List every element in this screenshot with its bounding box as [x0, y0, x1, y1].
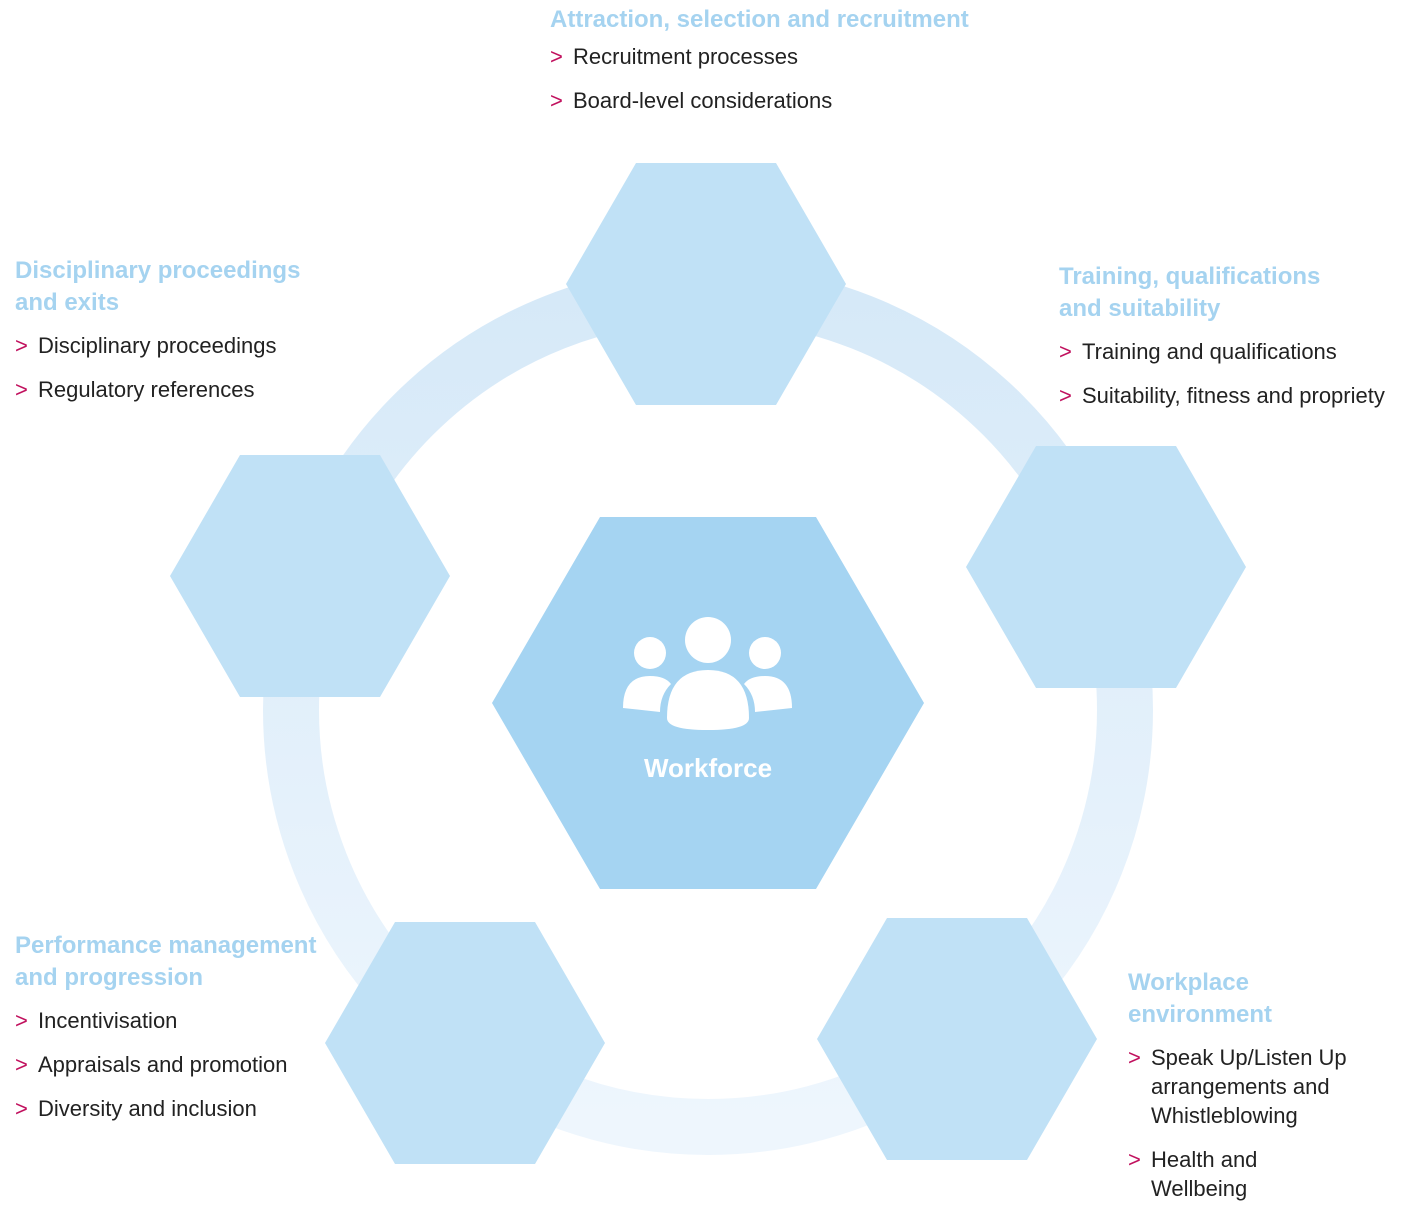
list-item: > Board-level considerations — [550, 86, 1010, 115]
list-item-text: Appraisals and promotion — [38, 1052, 288, 1077]
list-item: > Disciplinary proceedings — [15, 331, 335, 360]
bullet-chevron: > — [1128, 1045, 1141, 1070]
section-performance: Performance management and progression > I… — [15, 930, 335, 1138]
hexagon-disciplinary — [170, 455, 450, 697]
heading-line: Performance management — [15, 932, 317, 959]
list-item-line: arrangements and — [1151, 1074, 1330, 1099]
heading-line: environment — [1128, 1001, 1273, 1028]
heading-line: Disciplinary proceedings — [15, 257, 301, 284]
list-item-line: Speak Up/Listen Up — [1151, 1045, 1347, 1070]
list-item-text: Recruitment processes — [573, 44, 798, 69]
list-item: > Suitability, fitness and propriety — [1059, 381, 1409, 410]
section-attraction-heading: Attraction, selection and recruitment — [550, 6, 969, 33]
heading-line: Training, qualifications — [1059, 263, 1321, 290]
bullet-chevron: > — [1059, 339, 1072, 364]
list-item-text: Diversity and inclusion — [38, 1096, 257, 1121]
bullet-chevron: > — [15, 377, 28, 402]
list-item-text: Training and qualifications — [1082, 339, 1337, 364]
list-item-line: Whistleblowing — [1151, 1103, 1298, 1128]
list-item-line: Wellbeing — [1151, 1176, 1248, 1201]
heading-line: Workplace — [1128, 969, 1249, 996]
bullet-chevron: > — [1059, 383, 1072, 408]
list-item: > Training and qualifications — [1059, 337, 1409, 366]
section-training-heading: Training, qualifications and suitability — [1059, 261, 1409, 325]
bullet-chevron: > — [15, 1052, 28, 1077]
hexagon-training — [966, 446, 1246, 688]
hexagon-attraction — [566, 163, 846, 405]
section-workplace: Workplace environment > Speak Up/Listen Up… — [1128, 967, 1398, 1218]
list-item-text: Incentivisation — [38, 1008, 178, 1033]
section-performance-list: > Incentivisation > Appraisals and promoti… — [15, 1006, 335, 1123]
center-label: Workforce — [644, 753, 772, 783]
section-disciplinary: Disciplinary proceedings and exits > Disci… — [15, 255, 335, 419]
bullet-chevron: > — [15, 1096, 28, 1121]
people-group-icon — [623, 617, 792, 730]
hexagon-workplace — [817, 918, 1097, 1160]
list-item-text: Board-level considerations — [573, 88, 833, 113]
list-item-text: Regulatory references — [38, 377, 255, 402]
hexagon-performance — [325, 922, 605, 1164]
section-training-list: > Training and qualifications > Suitabilit… — [1059, 337, 1409, 410]
heading-line: and exits — [15, 289, 120, 316]
section-workplace-heading: Workplace environment — [1128, 967, 1398, 1031]
bullet-chevron: > — [15, 1008, 28, 1033]
list-item: > Recruitment processes — [550, 42, 1010, 71]
list-item: > Appraisals and promotion — [15, 1050, 335, 1079]
list-item-text: Disciplinary proceedings — [38, 333, 277, 358]
section-disciplinary-list: > Disciplinary proceedings > Regulatory re… — [15, 331, 335, 404]
bullet-chevron: > — [1128, 1147, 1141, 1172]
section-disciplinary-heading: Disciplinary proceedings and exits — [15, 255, 335, 319]
section-attraction-list: > Recruitment processes > Board-level cons… — [550, 42, 1010, 115]
bullet-chevron: > — [550, 88, 563, 113]
section-attraction: Attraction, selection and recruitment > R… — [550, 4, 1010, 130]
list-item: > Diversity and inclusion — [15, 1094, 335, 1123]
list-item: > Incentivisation — [15, 1006, 335, 1035]
list-item-line: Health and — [1151, 1147, 1258, 1172]
bullet-chevron: > — [15, 333, 28, 358]
bullet-chevron: > — [550, 44, 563, 69]
list-item: > Regulatory references — [15, 375, 335, 404]
section-performance-heading: Performance management and progression — [15, 930, 335, 994]
heading-line: and suitability — [1059, 295, 1221, 322]
list-item-text: Suitability, fitness and propriety — [1082, 383, 1385, 408]
heading-line: and progression — [15, 964, 204, 991]
